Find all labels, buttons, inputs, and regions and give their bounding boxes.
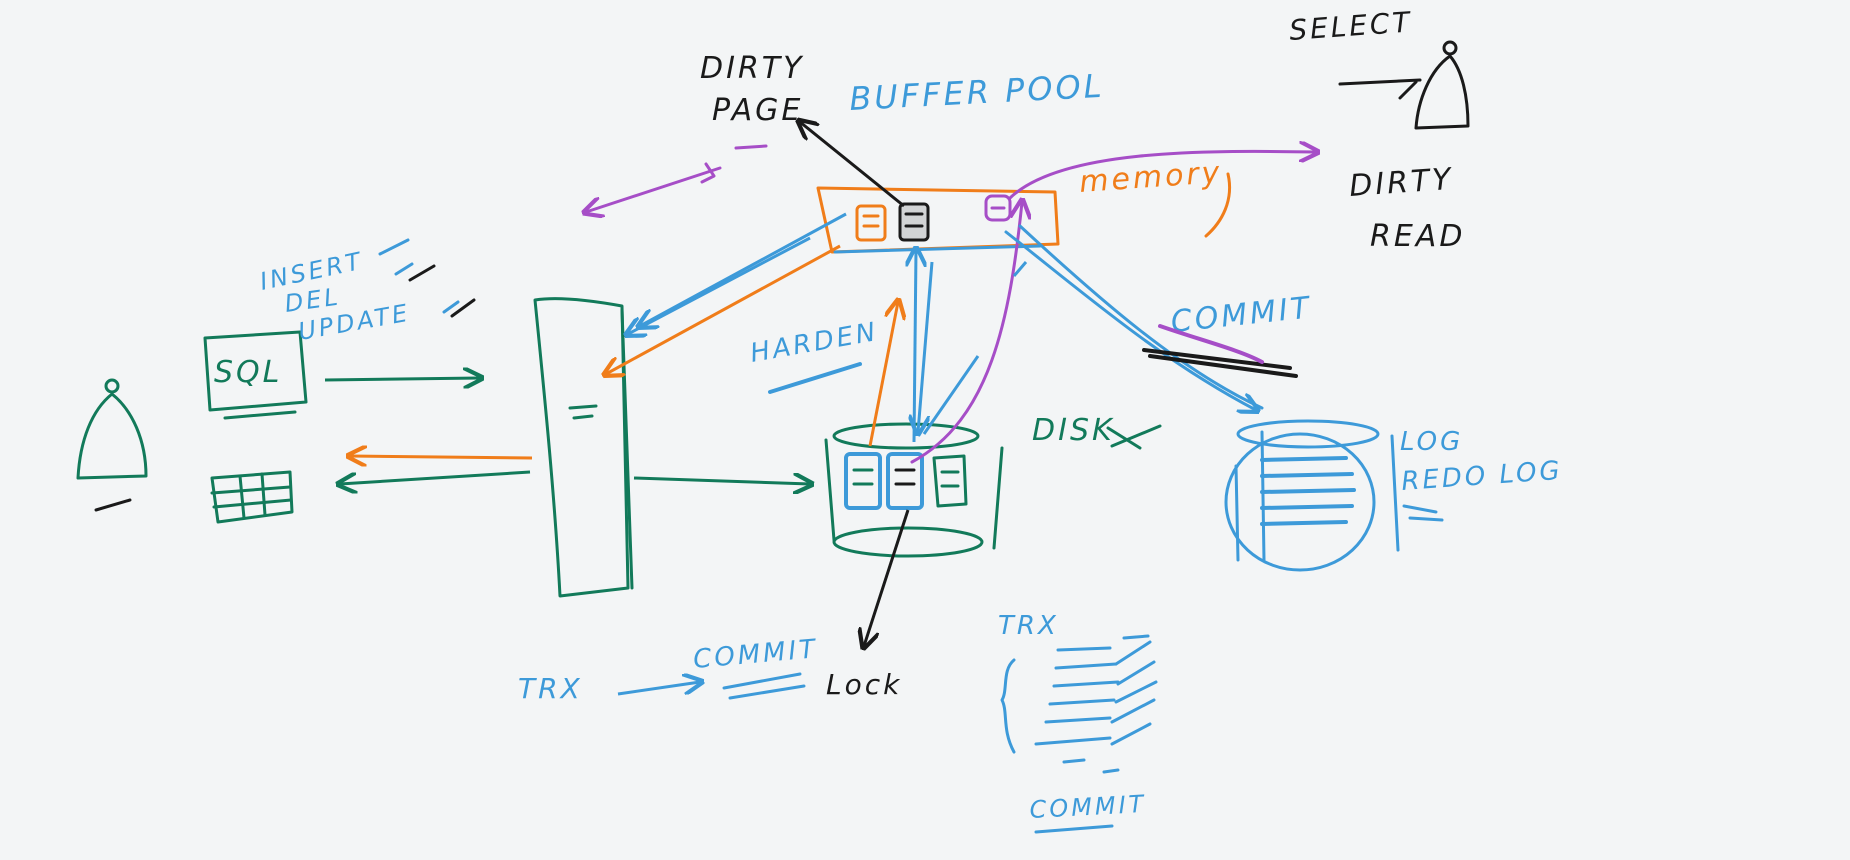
redo-log-label: REDO LOG <box>1400 456 1563 497</box>
trx-to-commit-arrow <box>617 682 700 696</box>
harden-orange-arrow <box>868 302 898 447</box>
dirty-page-underline <box>734 144 768 150</box>
result-table-icon <box>210 470 294 524</box>
trx-left-label: TRX <box>518 672 583 705</box>
commit-mid-underline-2 <box>728 684 806 700</box>
sql-label: SQL <box>214 355 282 390</box>
dirty-page-label-line2: PAGE <box>712 93 803 128</box>
harden-label: HARDEN <box>748 317 881 369</box>
engine-to-result-green-arrow <box>340 470 531 484</box>
disk-page-blue-1 <box>844 452 882 510</box>
commit-mid-underline-1 <box>722 672 802 690</box>
commit-right-strikethrough <box>1142 324 1298 378</box>
disk-to-buffer-purple-arrow <box>910 202 1022 464</box>
engine-to-buffer-blue-arrow <box>628 236 811 334</box>
dirty-page-icon <box>898 202 930 242</box>
dirty-read-label-line1: DIRTY <box>1348 162 1455 204</box>
disk-to-buffer-blue-arrow <box>914 250 916 443</box>
user-underline <box>94 498 132 512</box>
log-label: LOG <box>1400 427 1463 457</box>
buffer-to-reader-purple-arrow <box>1008 151 1316 200</box>
harden-underline <box>768 362 862 394</box>
dirty-page-label-line1: DIRTY <box>700 51 804 86</box>
engine-to-result-orange-arrow <box>350 456 533 458</box>
commit-bottom-underline <box>1034 824 1114 834</box>
lock-label: Lock <box>826 668 902 701</box>
buffer-pool-box <box>816 186 1060 254</box>
user-figure-icon <box>76 378 148 480</box>
disk-label-scribble <box>1106 424 1162 450</box>
redo-log-underline <box>1402 504 1438 514</box>
commit-bottom-label: COMMIT <box>1029 790 1147 824</box>
dirty-read-label-line2: READ <box>1370 219 1465 254</box>
trx-brace <box>1000 658 1016 754</box>
disk-cylinder <box>824 422 1004 558</box>
buffer-to-log-arrow-3 <box>1012 261 1028 277</box>
page-icon-purple <box>984 194 1012 222</box>
buffer-to-log-arrow-1 <box>1004 230 1256 410</box>
page-icon-orange <box>855 204 887 242</box>
db-engine-box <box>533 297 634 598</box>
redo-log-drum <box>1224 419 1400 572</box>
reader-figure-icon <box>1338 40 1470 130</box>
disk-label: DISK <box>1032 413 1115 448</box>
sql-to-engine-arrow <box>324 378 480 380</box>
trx-statement-lines <box>1034 634 1158 774</box>
buffer-pool-left-purple-tick <box>700 162 716 184</box>
buffer-pool-label: BUFFER POOL <box>848 67 1105 118</box>
buffer-to-disk-blue-arrow <box>918 261 934 432</box>
buffer-to-engine-orange-arrow <box>606 244 841 374</box>
select-label: SELECT <box>1288 5 1413 47</box>
buffer-pool-left-purple-arrow <box>586 166 722 212</box>
dml-tick-marks <box>378 238 476 318</box>
buffer-to-engine-blue-arrow <box>640 212 847 326</box>
commit-mid-label: COMMIT <box>692 634 819 675</box>
engine-to-disk-arrow <box>633 478 810 484</box>
buffer-to-disk-blue-arrow-2 <box>922 355 980 435</box>
trx-right-label: TRX <box>998 611 1059 641</box>
disk-page-blue-2 <box>886 452 924 510</box>
sql-box <box>203 330 308 420</box>
memory-tail-stroke <box>1204 172 1231 238</box>
dirty-page-pointer-arrow <box>800 122 905 208</box>
buffer-to-log-arrow-2 <box>1018 224 1264 410</box>
redo-log-underline-2 <box>1408 516 1444 522</box>
commit-right-label: COMMIT <box>1169 290 1313 340</box>
disk-page-green <box>932 454 968 508</box>
disk-to-lock-arrow <box>864 509 910 646</box>
